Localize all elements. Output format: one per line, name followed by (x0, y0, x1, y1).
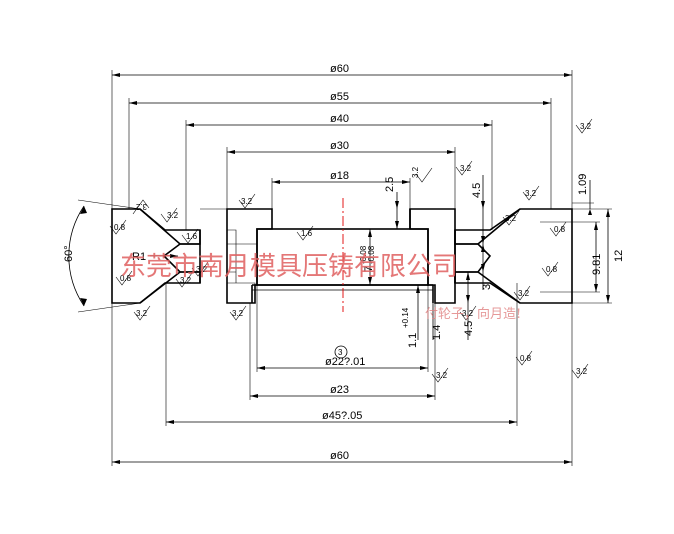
roughness-symbol: 0.8 (109, 219, 127, 235)
roughness-symbol: 1.6 (181, 228, 199, 244)
svg-text:3.2: 3.2 (411, 166, 420, 178)
dim-d22: ø22?.01 (325, 356, 365, 368)
dim-2-5: 2.5 (384, 177, 396, 192)
dim-d18: ø18 (330, 170, 349, 182)
roughness-symbol: 3.2 (229, 305, 247, 321)
watermark-company: 东莞市南月模具压铸有限公司 (120, 252, 458, 282)
roughness-symbol: 3.2 (431, 367, 449, 383)
vertical-dimensions: 2.5 4.5 1.09 9.81 12 3 4.5 (359, 174, 625, 348)
bottom-dimensions: ø22?.01 3 ø23 ø45?.05 ø60 (111, 283, 573, 466)
r1-callout: R1 (132, 251, 178, 263)
dim-1-1: 1.1 (407, 333, 419, 348)
dim-d60-top: ø60 (330, 63, 349, 75)
dim-4-5-bottom: 4.5 (463, 321, 475, 336)
roughness-symbol: 3.2 (459, 305, 477, 321)
roughness-symbols: 3.2 3.2 3.2 3.2 3.2 3.2 3.2 3.2 (109, 118, 593, 383)
roughness-symbol: 0.8 (515, 350, 533, 366)
roughness-symbol: 3.2 (522, 185, 540, 201)
dim-4-5-top: 4.5 (471, 183, 483, 198)
svg-text:3.2: 3.2 (136, 309, 148, 318)
svg-text:1.6: 1.6 (301, 229, 313, 238)
angle-dimension: 60° (63, 199, 141, 313)
roughness-symbol: 3.2 (411, 166, 433, 183)
svg-text:3.2: 3.2 (232, 309, 244, 318)
roughness-symbol: 3.2 (191, 261, 209, 277)
svg-text:3.2: 3.2 (505, 214, 517, 223)
roughness-symbol: 3.2 (455, 160, 473, 176)
roughness-symbol: 3.2 (238, 193, 256, 209)
svg-text:0.8: 0.8 (554, 225, 566, 234)
svg-text:3.2: 3.2 (518, 289, 530, 298)
svg-text:3.2: 3.2 (436, 371, 448, 380)
svg-text:3.2: 3.2 (196, 265, 208, 274)
svg-text:3.2: 3.2 (462, 309, 474, 318)
roughness-symbol: 0.8 (549, 221, 567, 237)
dim-3: 3 (481, 284, 493, 290)
svg-text:3.2: 3.2 (576, 367, 588, 376)
svg-text:1.6: 1.6 (186, 232, 198, 241)
dim-1-09: 1.09 (577, 174, 589, 195)
dim-r1: R1 (132, 251, 146, 263)
roughness-symbol: 3.2 (513, 285, 531, 301)
svg-text:3.2: 3.2 (135, 202, 147, 211)
roughness-symbol: 1.6 (296, 225, 314, 241)
watermark-slogan: 付轮子，向月造! (425, 306, 521, 322)
dim-d30: ø30 (330, 140, 349, 152)
roughness-symbol: 3.2 (575, 118, 593, 134)
roughness-symbol: 0.8 (115, 270, 133, 286)
svg-text:0.8: 0.8 (120, 274, 132, 283)
roughness-symbol: 3.2 (175, 272, 193, 288)
dim-60-degree: 60° (63, 245, 75, 262)
dim-d55: ø55 (330, 91, 349, 103)
svg-text:0.8: 0.8 (546, 265, 558, 274)
circled-note-label: 3 (338, 348, 343, 357)
dim-d45: ø45?.05 (322, 410, 362, 422)
svg-text:3.2: 3.2 (460, 164, 472, 173)
roughness-symbol: 0.8 (541, 261, 559, 277)
roughness-symbol: 3.2 (133, 305, 151, 321)
dim-7: 7 (363, 266, 375, 272)
section-outline (139, 208, 521, 304)
roughness-symbol: 3.2 (502, 210, 520, 226)
dim-7-tol-upper: -0.08 (359, 245, 368, 264)
svg-text:3.2: 3.2 (180, 276, 192, 285)
roughness-symbol: 3.2 (571, 363, 589, 379)
svg-text:0.8: 0.8 (114, 223, 126, 232)
roughness-symbol: 3.2 (160, 207, 179, 223)
dim-12: 12 (613, 250, 625, 262)
roughness-symbol: 3.2 (132, 199, 150, 215)
svg-text:3.2: 3.2 (580, 122, 592, 131)
svg-text:3.2: 3.2 (167, 211, 179, 220)
dim-d23: ø23 (330, 384, 349, 396)
dim-d60-bottom: ø60 (330, 450, 349, 462)
dim-1-4: 1.4 (431, 325, 443, 340)
dim-9-81: 9.81 (591, 254, 603, 275)
dim-d40: ø40 (330, 113, 349, 125)
dim-7-tol-lower: -0.08 (367, 245, 376, 264)
circled-note (334, 345, 348, 359)
svg-text:3.2: 3.2 (525, 189, 537, 198)
dim-1-1-tol: +0.14 (401, 307, 410, 328)
top-dimensions: ø60 ø55 ø40 ø30 ø18 (111, 63, 573, 230)
svg-text:3.2: 3.2 (241, 197, 253, 206)
svg-text:0.8: 0.8 (520, 354, 532, 363)
